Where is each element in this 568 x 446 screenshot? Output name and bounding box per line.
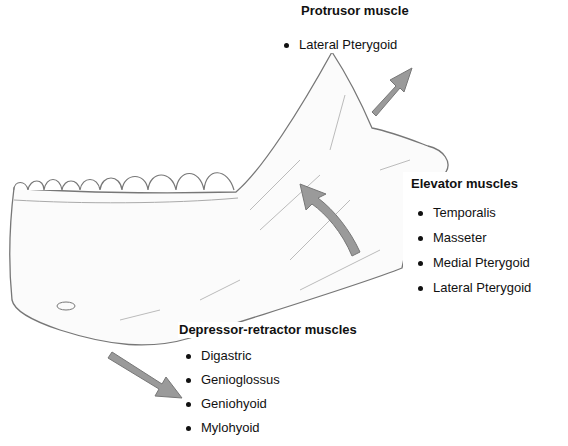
bullet-dot [186, 426, 191, 431]
mental-foramen [57, 302, 75, 310]
bullet-dot [418, 236, 423, 241]
muscle-name: Medial Pterygoid [432, 255, 531, 271]
bullet-dot [418, 211, 423, 216]
muscle-name: Geniohyoid [200, 396, 268, 412]
muscle-name: Digastric [200, 348, 253, 364]
muscle-name: Lateral Pterygoid [298, 37, 398, 53]
muscle-name: Mylohyoid [200, 420, 261, 436]
bullet-dot [284, 43, 289, 48]
bullet-dot [186, 354, 191, 359]
depressor-arrow [108, 352, 182, 398]
bullet-dot [418, 286, 423, 291]
protrusor-arrow [372, 68, 412, 116]
bullet-dot [186, 378, 191, 383]
teeth [14, 173, 234, 190]
shading [120, 95, 410, 320]
bullet-dot [186, 402, 191, 407]
gum-line [14, 198, 238, 203]
muscle-name: Temporalis [432, 205, 497, 221]
mandible-outline [10, 52, 448, 345]
bullet-dot [418, 261, 423, 266]
label-panel [403, 172, 568, 304]
group-heading: Protrusor muscle [300, 3, 410, 19]
muscle-name: Masseter [432, 230, 487, 246]
elevator-arrow [300, 184, 360, 256]
muscle-name: Lateral Pterygoid [432, 280, 532, 296]
group-heading: Depressor-retractor muscles [178, 322, 358, 338]
muscle-name: Genioglossus [200, 372, 281, 388]
group-heading: Elevator muscles [410, 176, 519, 192]
